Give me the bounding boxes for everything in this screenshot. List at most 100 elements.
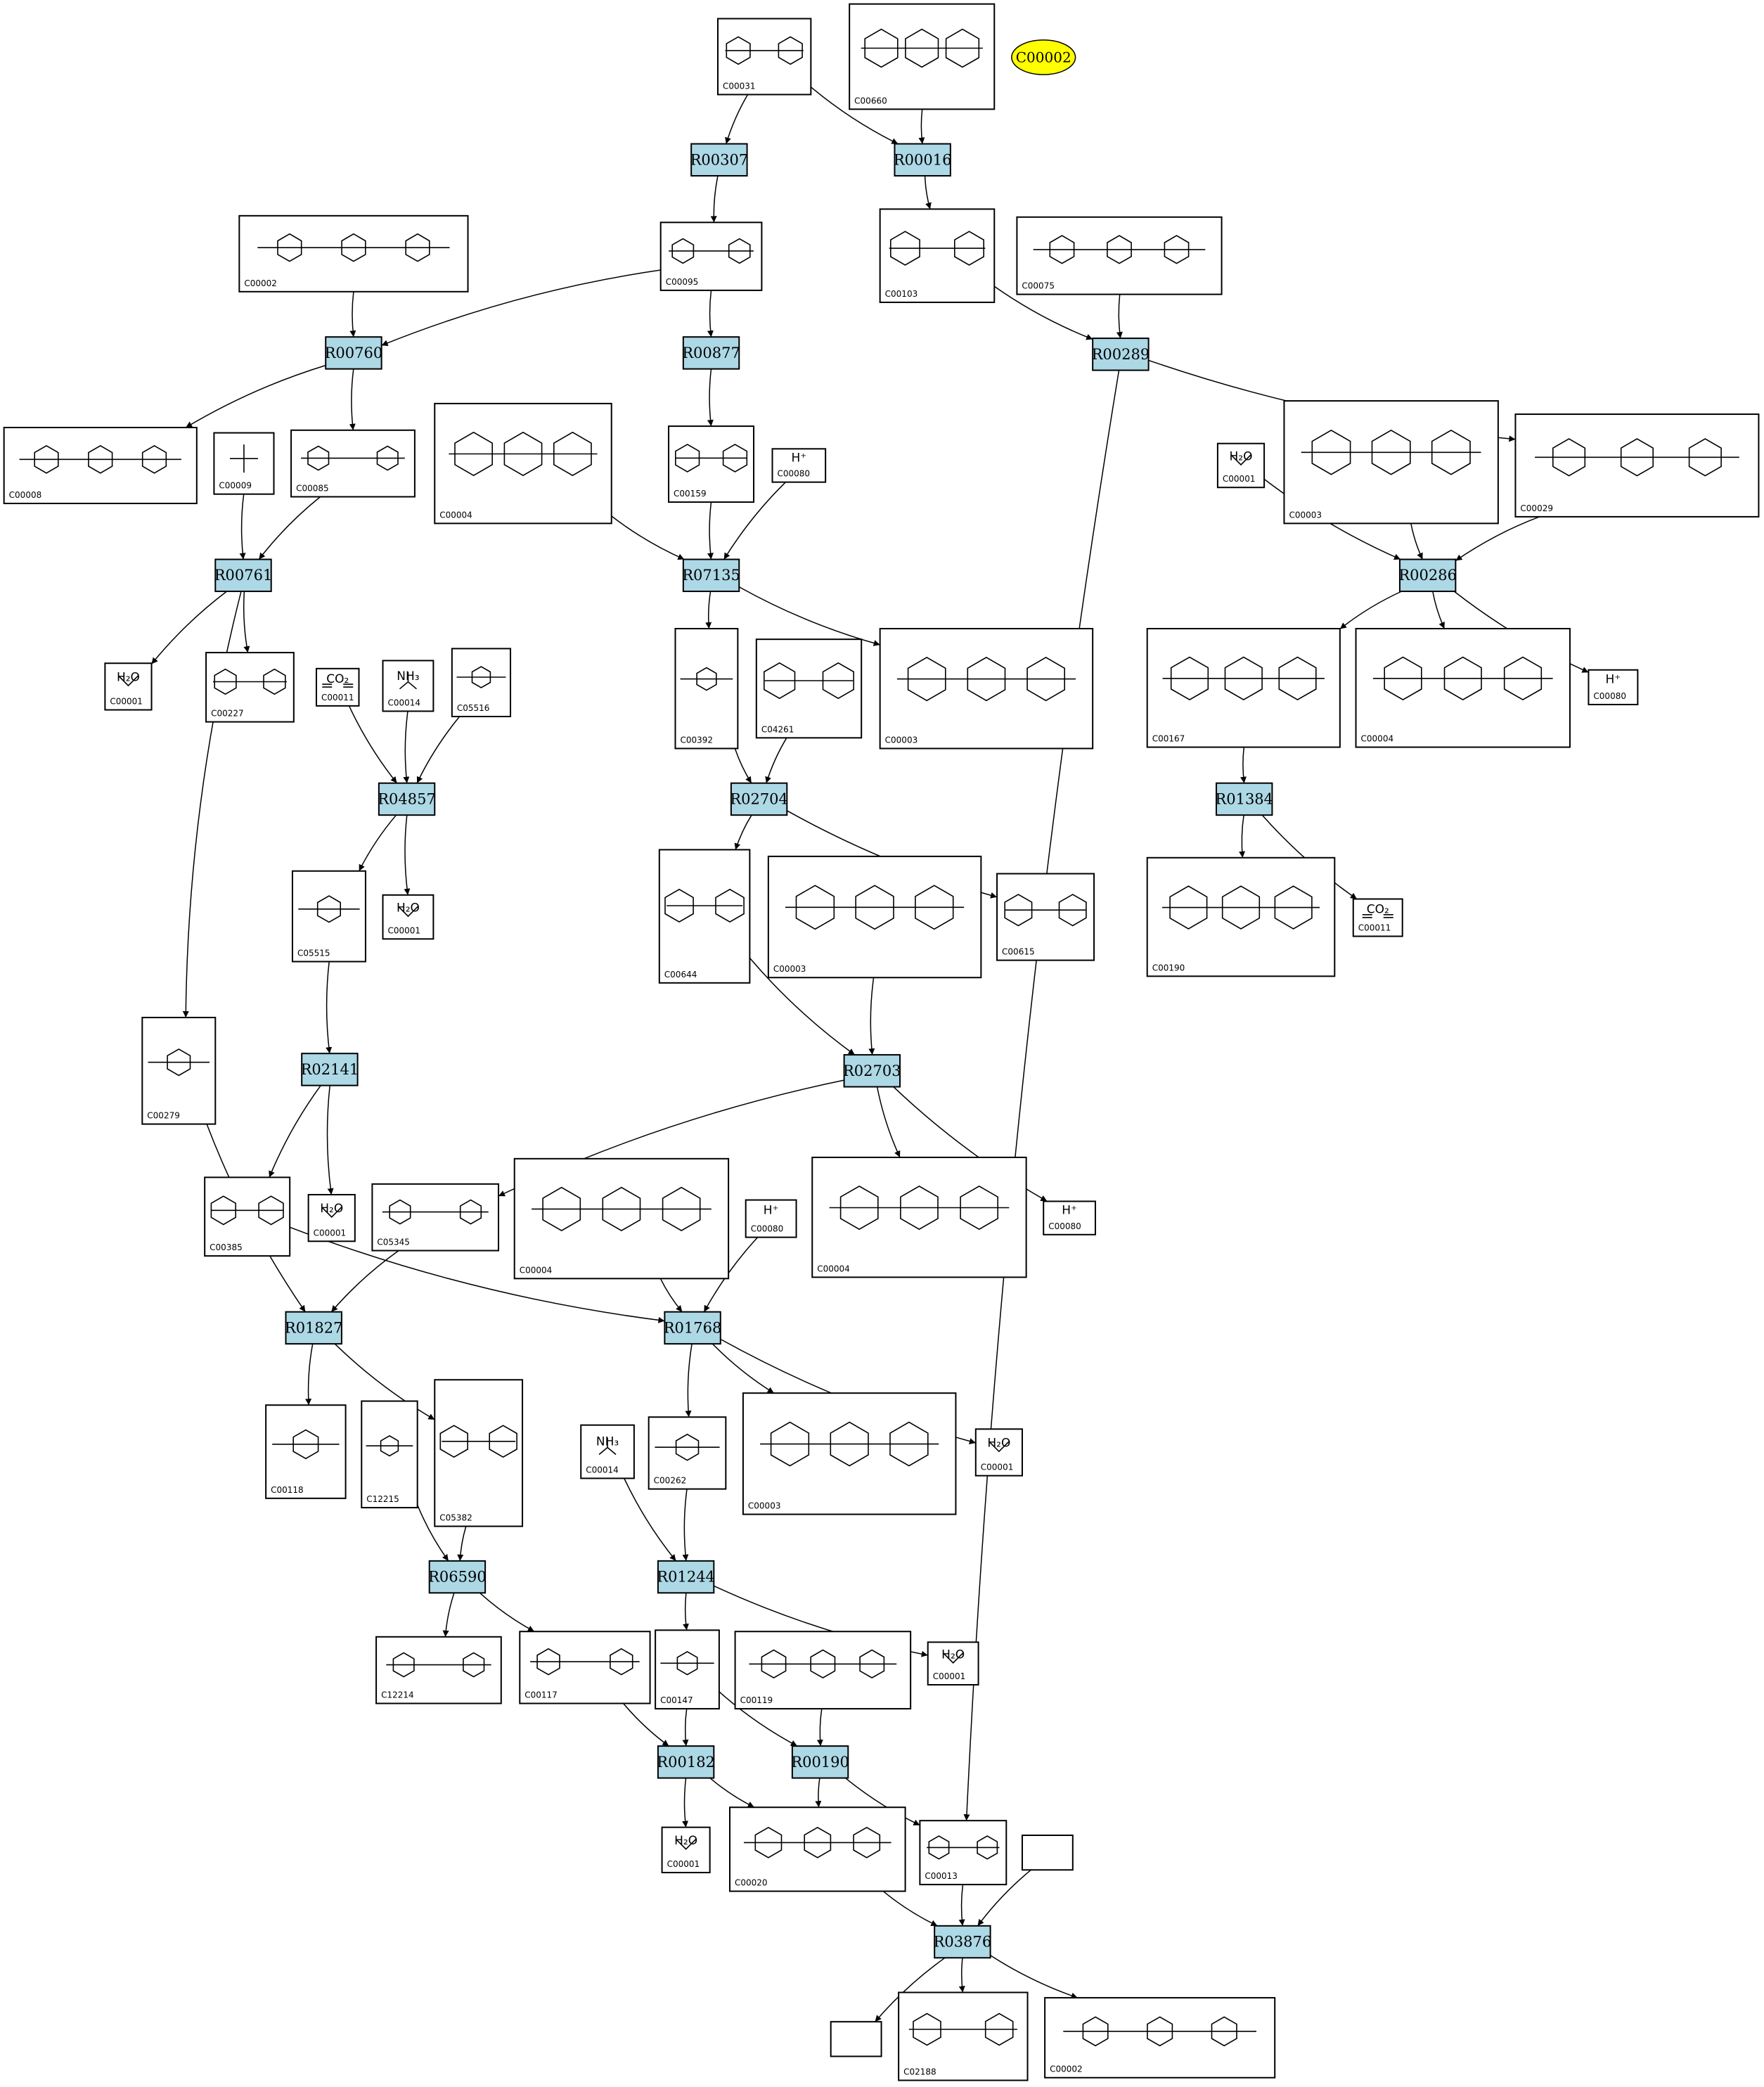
reaction-R00761[interactable]: R00761 <box>214 558 273 592</box>
reaction-R00190[interactable]: R00190 <box>791 1745 849 1779</box>
reaction-R06590[interactable]: R06590 <box>428 1560 487 1594</box>
structure-glyph <box>829 1185 1010 1231</box>
reaction-box <box>657 1560 715 1594</box>
compound-C05382[interactable]: C05382 <box>434 1379 524 1527</box>
highlight-ellipse[interactable]: C00002 <box>1011 39 1076 75</box>
compound-C00008[interactable]: C00008 <box>3 426 198 504</box>
compound-C00119[interactable]: C00119 <box>734 1631 912 1710</box>
edge-R00286-C00167 <box>1339 591 1402 630</box>
compound-id-label: C00001 <box>933 1671 966 1681</box>
compound-C00031[interactable]: C00031 <box>716 18 812 96</box>
edge-EMPTYa-R03876 <box>977 1869 1031 1927</box>
compound-C00004a[interactable]: C00004 <box>434 402 612 525</box>
compound-id-label: C00075 <box>1022 281 1055 291</box>
compound-C00080a[interactable]: H⁺C00080 <box>771 448 827 483</box>
reaction-R01384[interactable]: R01384 <box>1215 782 1273 816</box>
compound-EMPTYa[interactable] <box>1021 1835 1074 1871</box>
compound-C00080b[interactable]: H⁺C00080 <box>1588 669 1639 705</box>
compound-C00660[interactable]: C00660 <box>849 3 996 110</box>
compound-C12214[interactable]: C12214 <box>375 1636 502 1704</box>
compound-C00392[interactable]: C00392 <box>674 627 739 750</box>
compound-C00227[interactable]: C00227 <box>205 652 295 723</box>
compound-id-label: C00009 <box>219 481 252 491</box>
reaction-R02704[interactable]: R02704 <box>730 782 788 816</box>
reaction-R02141[interactable]: R02141 <box>301 1053 359 1086</box>
compound-C00020[interactable]: C00020 <box>729 1806 906 1892</box>
compound-C00615[interactable]: C00615 <box>996 873 1095 961</box>
compound-C00029[interactable]: C00029 <box>1514 413 1760 518</box>
structure-glyph <box>439 1425 517 1458</box>
reaction-R00289[interactable]: R00289 <box>1092 338 1150 371</box>
compound-C00159[interactable]: C00159 <box>668 425 755 503</box>
compound-EMPTYb[interactable] <box>830 2021 882 2057</box>
reaction-R00877[interactable]: R00877 <box>682 336 740 370</box>
compound-C00080c[interactable]: H⁺C00080 <box>745 1199 797 1238</box>
compound-C05345[interactable]: C05345 <box>371 1183 500 1252</box>
compound-C00013[interactable]: C00013 <box>919 1820 1007 1886</box>
compound-frame <box>898 1991 1029 2081</box>
compound-id-label: C00001 <box>667 1859 700 1869</box>
compound-C00095[interactable]: C00095 <box>659 221 763 291</box>
compound-C12215[interactable]: C12215 <box>361 1400 418 1509</box>
compound-C00103[interactable]: C00103 <box>879 208 996 303</box>
compound-C00080d[interactable]: H⁺C00080 <box>1043 1200 1096 1235</box>
compound-C05515[interactable]: C05515 <box>291 870 366 963</box>
compound-C00009[interactable]: C00009 <box>213 432 275 495</box>
reaction-R07135[interactable]: R07135 <box>682 558 740 592</box>
compound-C00117[interactable]: C00117 <box>519 1631 651 1704</box>
compound-C00004d[interactable]: C00004 <box>811 1156 1027 1278</box>
compound-formula: H₂O <box>1230 449 1253 463</box>
compound-C00003c[interactable]: C00003 <box>767 855 982 979</box>
compound-C00003b[interactable]: C00003 <box>879 627 1094 750</box>
reaction-R00286[interactable]: R00286 <box>1398 558 1457 592</box>
compound-C00644[interactable]: C00644 <box>658 849 751 984</box>
compound-C00004b[interactable]: C00004 <box>1355 627 1571 748</box>
compound-C00385[interactable]: C00385 <box>204 1176 291 1257</box>
compound-frame <box>375 1636 502 1704</box>
reaction-R04857[interactable]: R04857 <box>378 782 436 816</box>
compound-C00147[interactable]: C00147 <box>655 1629 720 1710</box>
reaction-R00182[interactable]: R00182 <box>657 1745 715 1779</box>
reaction-R00016[interactable]: R00016 <box>894 143 952 177</box>
reaction-R03876[interactable]: R03876 <box>934 1925 992 1959</box>
compound-C00262[interactable]: C00262 <box>648 1416 727 1490</box>
compound-C02188[interactable]: C02188 <box>898 1991 1029 2081</box>
compound-C00004c[interactable]: C00004 <box>513 1157 730 1280</box>
compound-C00190[interactable]: C00190 <box>1146 856 1336 977</box>
compound-C00002b[interactable]: C00002 <box>1044 1997 1276 2079</box>
compound-C00003a[interactable]: C00003 <box>1283 400 1499 525</box>
reaction-box <box>843 1054 901 1088</box>
compound-frame <box>1043 1200 1096 1235</box>
compound-C00085[interactable]: C00085 <box>290 429 416 498</box>
reaction-R00760[interactable]: R00760 <box>325 336 383 370</box>
compound-id-label: C00392 <box>680 735 713 745</box>
reaction-R02703[interactable]: R02703 <box>843 1054 901 1088</box>
reaction-R01244[interactable]: R01244 <box>657 1560 715 1594</box>
compound-C00279[interactable]: C00279 <box>141 1017 217 1125</box>
compound-C00075[interactable]: C00075 <box>1016 216 1223 295</box>
compound-id-label: C00103 <box>885 289 918 299</box>
compound-C00167[interactable]: C00167 <box>1146 627 1341 748</box>
reaction-R00307[interactable]: R00307 <box>690 143 749 177</box>
reaction-R01768[interactable]: R01768 <box>664 1311 722 1345</box>
compound-C04261[interactable]: C04261 <box>755 638 863 739</box>
compound-formula: H₂O <box>117 670 140 684</box>
edge-C05382-R06590 <box>457 1526 467 1561</box>
compound-C00118[interactable]: C00118 <box>265 1404 347 1499</box>
compound-C00002a[interactable]: C00002 <box>238 214 469 293</box>
reaction-R01827[interactable]: R01827 <box>285 1311 343 1345</box>
structure-glyph <box>148 1048 210 1077</box>
compound-C05516[interactable]: C05516 <box>451 648 512 718</box>
compound-C00003d[interactable]: C00003 <box>742 1392 957 1515</box>
